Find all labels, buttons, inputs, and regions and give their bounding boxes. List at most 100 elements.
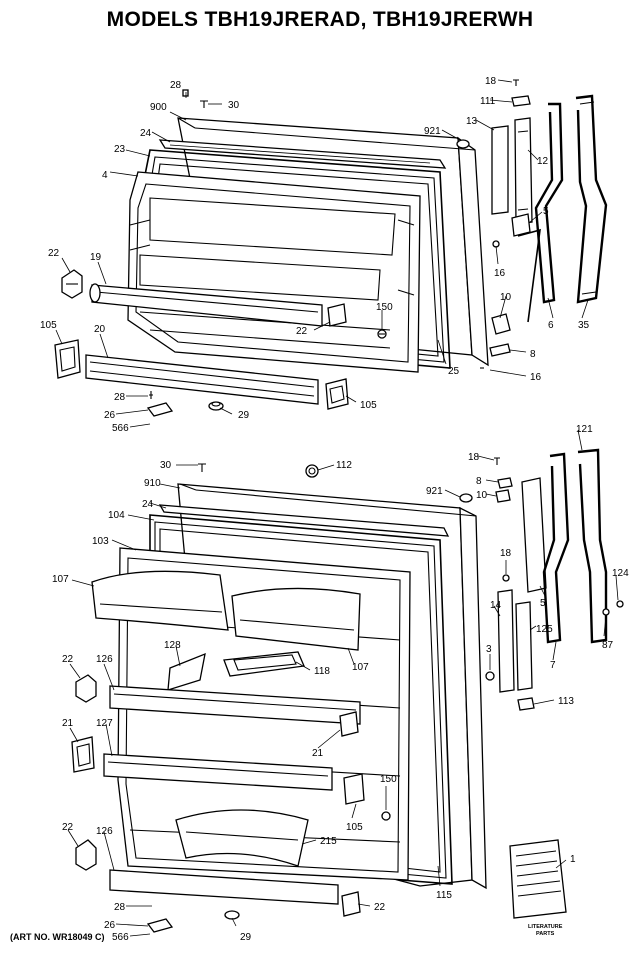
freezer-callout-900: 900 — [150, 102, 167, 113]
freezer-callout-16: 16 — [494, 268, 506, 279]
literature-label-line1: LITERATURE — [528, 924, 563, 930]
fresh-food-shelf-bar-middle — [103, 753, 333, 791]
freezer-callout-22: 22 — [48, 248, 60, 259]
fresh-food-callout-113: 113 — [558, 696, 574, 707]
freezer-door-assembly — [54, 79, 608, 417]
fresh-food-callout-3: 3 — [486, 644, 492, 655]
freezer-callout-30: 30 — [228, 100, 240, 111]
fresh-food-callout-118: 118 — [314, 666, 330, 677]
fresh-food-callout-8: 8 — [476, 476, 482, 487]
freezer-callout-28: 28 — [114, 392, 126, 403]
fresh-food-callout-910: 910 — [144, 478, 161, 489]
fresh-food-hinge-cover — [146, 918, 174, 933]
freezer-callout-28: 28 — [170, 80, 182, 91]
fresh-food-tray-118 — [223, 651, 305, 677]
fresh-food-callout-24: 24 — [142, 499, 154, 510]
freezer-screw-150 — [377, 329, 387, 339]
fresh-food-callout-28: 28 — [114, 902, 126, 913]
fresh-food-bracket-22-bottom — [341, 891, 361, 917]
fresh-food-dairy-door-left — [91, 570, 229, 631]
fresh-food-callout-29: 29 — [240, 932, 252, 943]
fresh-food-callout-18: 18 — [468, 452, 480, 463]
freezer-hinge-cover — [146, 402, 174, 417]
fresh-food-callout-121: 121 — [576, 424, 593, 435]
fresh-food-bottle-shelf-215 — [175, 809, 309, 867]
freezer-callout-105: 105 — [40, 320, 57, 331]
fresh-food-callout-21: 21 — [312, 748, 324, 759]
fresh-food-callout-105: 105 — [346, 822, 363, 833]
freezer-callout-8: 8 — [530, 349, 536, 360]
freezer-callout-19: 19 — [90, 252, 102, 263]
fresh-food-handle-parts — [485, 448, 624, 711]
freezer-lower-shelf-bar — [85, 354, 319, 405]
fresh-food-clip-22-lower — [75, 839, 97, 871]
fresh-food-callout-107: 107 — [352, 662, 369, 673]
freezer-screw-top — [182, 89, 208, 108]
fresh-food-top-trim — [158, 504, 450, 537]
freezer-callout-13: 13 — [466, 116, 478, 127]
fresh-food-callout-125: 125 — [536, 624, 553, 635]
fresh-food-callout-150: 150 — [380, 774, 397, 785]
fresh-food-callout-107: 107 — [52, 574, 69, 585]
freezer-callout-25: 25 — [448, 366, 460, 377]
freezer-callout-111: 111 — [480, 96, 496, 107]
freezer-callout-20: 20 — [94, 324, 106, 335]
fresh-food-screw-150 — [381, 811, 391, 821]
fresh-food-callout-22: 22 — [62, 654, 74, 665]
freezer-callout-26: 26 — [104, 410, 116, 421]
fresh-food-callout-30: 30 — [160, 460, 172, 471]
freezer-callout-4: 4 — [102, 170, 108, 181]
fresh-food-cap-112 — [305, 464, 319, 478]
fresh-food-callout-103: 103 — [92, 536, 109, 547]
fresh-food-callout-21: 21 — [62, 718, 74, 729]
freezer-handle-parts — [480, 79, 608, 369]
freezer-top-trim — [158, 139, 447, 169]
fresh-food-dairy-door-right — [231, 587, 361, 651]
fresh-food-callout-566: 566 — [112, 932, 129, 943]
freezer-shelf-clip-left — [61, 269, 83, 299]
fresh-food-shelf-bar-lower — [109, 869, 339, 905]
freezer-callout-23: 23 — [114, 144, 126, 155]
fresh-food-door-assembly — [71, 448, 624, 933]
freezer-shelf-bracket — [327, 303, 347, 327]
fresh-food-callout-124: 124 — [612, 568, 629, 579]
fresh-food-callout-112: 112 — [336, 460, 352, 471]
fresh-food-callout-215: 215 — [320, 836, 337, 847]
fresh-food-callout-127: 127 — [96, 718, 113, 729]
fresh-food-clip-21-right — [339, 711, 359, 737]
fresh-food-plug-29 — [224, 910, 240, 920]
fresh-food-clip-21-left — [71, 736, 95, 773]
diagram-title: MODELS TBH19JRERAD, TBH19JRERWH — [106, 8, 534, 31]
freezer-callout-35: 35 — [578, 320, 590, 331]
freezer-callout-150: 150 — [376, 302, 393, 313]
fresh-food-callout-7: 7 — [550, 660, 556, 671]
fresh-food-callout-104: 104 — [108, 510, 125, 521]
fresh-food-callout-14: 14 — [490, 600, 502, 611]
fresh-food-shelf-bar-upper — [109, 685, 361, 725]
freezer-end-cap-right — [325, 378, 349, 410]
fresh-food-callout-126: 126 — [96, 654, 113, 665]
fresh-food-callout-22: 22 — [374, 902, 386, 913]
freezer-callout-5: 5 — [543, 206, 549, 217]
fresh-food-callout-128: 128 — [164, 640, 181, 651]
fresh-food-callout-18: 18 — [500, 548, 512, 559]
freezer-callout-12: 12 — [537, 156, 549, 167]
freezer-callout-921: 921 — [424, 126, 441, 137]
freezer-callout-105: 105 — [360, 400, 377, 411]
freezer-callout-10: 10 — [500, 292, 512, 303]
literature-parts-packet — [509, 839, 567, 919]
freezer-plug-29 — [208, 401, 224, 411]
fresh-food-clip-22-upper — [75, 674, 97, 703]
fresh-food-bracket-128 — [167, 652, 206, 691]
freezer-callout-29: 29 — [238, 410, 250, 421]
fresh-food-screw-top — [198, 463, 206, 472]
fresh-food-callout-22: 22 — [62, 822, 74, 833]
leader-lines — [55, 79, 619, 937]
freezer-callout-24: 24 — [140, 128, 152, 139]
freezer-callout-22: 22 — [296, 326, 308, 337]
fresh-food-callout-10: 10 — [476, 490, 488, 501]
